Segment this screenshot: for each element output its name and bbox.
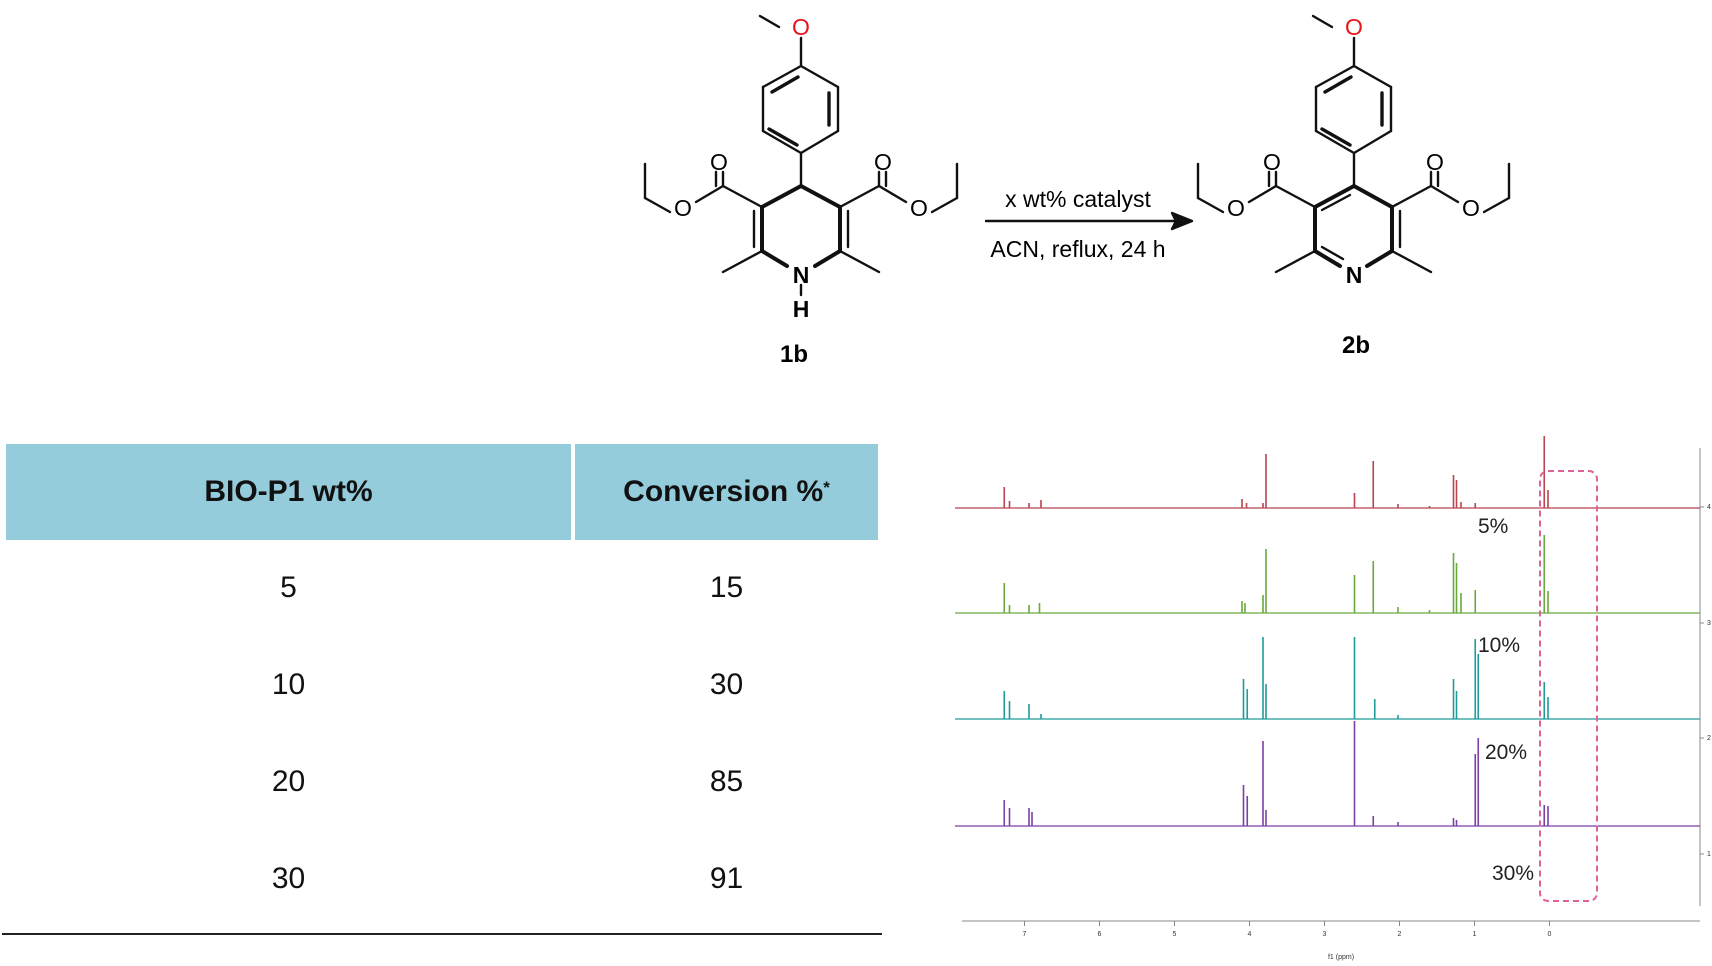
product-right-carbonyl-o-label: O (1426, 149, 1444, 175)
cell-conversion: 85 (709, 765, 744, 798)
header-bio-p1-wt: BIO-P1 wt% (6, 444, 571, 540)
reactant-h-label: H (793, 296, 810, 322)
reactant-compound-label: 1b (780, 341, 808, 368)
reactant-left-carbonyl-o-label: O (710, 149, 728, 175)
cell-conversion: 91 (709, 862, 744, 895)
reaction-arrow (984, 211, 1194, 231)
header-conversion: Conversion %* (575, 444, 878, 540)
y-tick-label: 2 (1707, 735, 1711, 742)
spectrum-label-20: 20% (1485, 741, 1527, 764)
table-row: 10 30 (0, 637, 885, 733)
header-conversion-text: Conversion % (623, 475, 824, 508)
table-row: 30 91 (0, 831, 885, 927)
highlight-box (1539, 470, 1598, 902)
x-tick-label: 6 (1098, 931, 1102, 938)
table-row: 5 15 (0, 540, 885, 636)
spectrum-trace (955, 436, 1700, 509)
reactant-left-ester-o-label: O (674, 195, 692, 221)
y-tick-label: 1 (1707, 851, 1711, 858)
product-right-ester-o-label: O (1462, 195, 1480, 221)
reaction-scheme: O O O O O N H 1b x wt% catalyst ACN, ref… (643, 14, 1511, 368)
reactant-1b-structure (643, 14, 959, 297)
cell-conversion: 30 (709, 668, 744, 701)
cell-conversion: 15 (709, 571, 744, 604)
x-tick-label: 7 (1023, 931, 1027, 938)
cell-wt: 10 (271, 668, 306, 701)
y-ticks: 4 3 2 1 (1700, 504, 1711, 858)
y-tick-label: 3 (1707, 620, 1711, 627)
spectrum-trace (955, 535, 1700, 614)
x-axis-title: f1 (ppm) (1328, 954, 1354, 961)
x-ticks: 876543210 (1023, 921, 1552, 938)
x-tick-label: 2 (1398, 931, 1402, 938)
header-bio-p1-wt-text: BIO-P1 wt% (204, 475, 373, 508)
product-methoxy-o-label: O (1345, 14, 1363, 40)
table-header: BIO-P1 wt% Conversion %* (0, 444, 885, 540)
product-2b-structure (1196, 14, 1511, 274)
spectrum-label-10: 10% (1478, 634, 1520, 657)
cell-wt: 30 (271, 862, 306, 895)
x-tick-label: 1 (1473, 931, 1477, 938)
spectrum-trace (955, 721, 1700, 827)
x-tick-label: 4 (1248, 931, 1252, 938)
reactant-methoxy-o-label: O (792, 14, 810, 40)
conditions-bottom-text: ACN, reflux, 24 h (990, 236, 1165, 262)
product-left-carbonyl-o-label: O (1263, 149, 1281, 175)
product-left-ester-o-label: O (1227, 195, 1245, 221)
conversion-table: BIO-P1 wt% Conversion %* 5 15 10 30 20 8… (0, 444, 885, 935)
header-conversion-mark: * (823, 478, 830, 497)
reactant-right-ester-o-label: O (910, 195, 928, 221)
x-tick-label: 3 (1323, 931, 1327, 938)
product-compound-label: 2b (1342, 332, 1370, 359)
reactant-n-label: N (793, 262, 810, 288)
cell-wt: 20 (271, 765, 306, 798)
reactant-right-carbonyl-o-label: O (874, 149, 892, 175)
product-n-label: N (1346, 262, 1363, 288)
y-tick-label: 4 (1707, 504, 1711, 511)
table-row: 20 85 (0, 734, 885, 830)
spectrum-label-30: 30% (1492, 862, 1534, 885)
x-tick-label: 0 (1548, 931, 1552, 938)
spectrum-trace (955, 637, 1700, 720)
conditions-top-text: x wt% catalyst (1005, 186, 1151, 212)
spectrum-label-5: 5% (1478, 515, 1508, 538)
spectra-layer (955, 436, 1700, 827)
table-bottom-rule (2, 933, 882, 935)
nmr-spectra-stack: 4 3 2 1 5% 10% 20% 30% 876543210 f1 (ppm… (955, 436, 1711, 961)
x-tick-label: 5 (1173, 931, 1177, 938)
cell-wt: 5 (280, 571, 297, 604)
